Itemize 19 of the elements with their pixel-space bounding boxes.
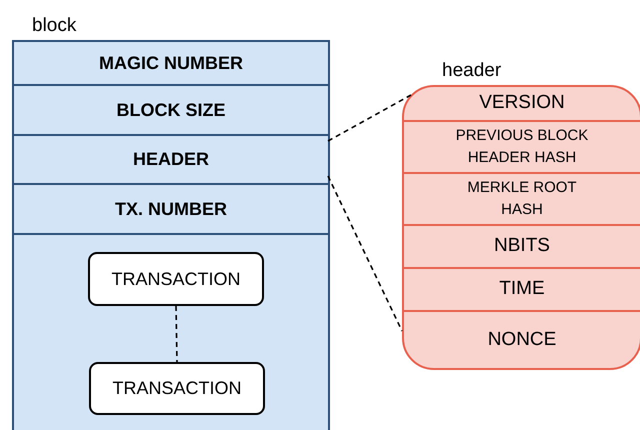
container-heading: block <box>32 14 76 38</box>
transaction-box <box>88 252 264 306</box>
field-label: HEADER <box>132 148 209 171</box>
field-label: TIME <box>499 277 545 302</box>
transaction-box <box>89 362 265 415</box>
container-heading: header <box>442 59 502 83</box>
field-label: TX. NUMBER <box>115 198 227 220</box>
field-label: MERKLE ROOT HASH <box>466 178 578 220</box>
dashed-connector <box>328 94 412 142</box>
dashed-connector <box>175 306 178 362</box>
dashed-connector <box>327 176 403 332</box>
field-label: NONCE <box>488 328 556 352</box>
field-label: MAGIC NUMBER <box>99 52 243 74</box>
transaction-label: TRANSACTION <box>112 377 242 400</box>
field-label: NBITS <box>494 234 550 258</box>
field-label: BLOCK SIZE <box>116 98 226 122</box>
field-label: PREVIOUS BLOCK HEADER HASH <box>454 126 590 168</box>
field-label: VERSION <box>479 91 565 116</box>
transaction-label: TRANSACTION <box>111 268 240 290</box>
